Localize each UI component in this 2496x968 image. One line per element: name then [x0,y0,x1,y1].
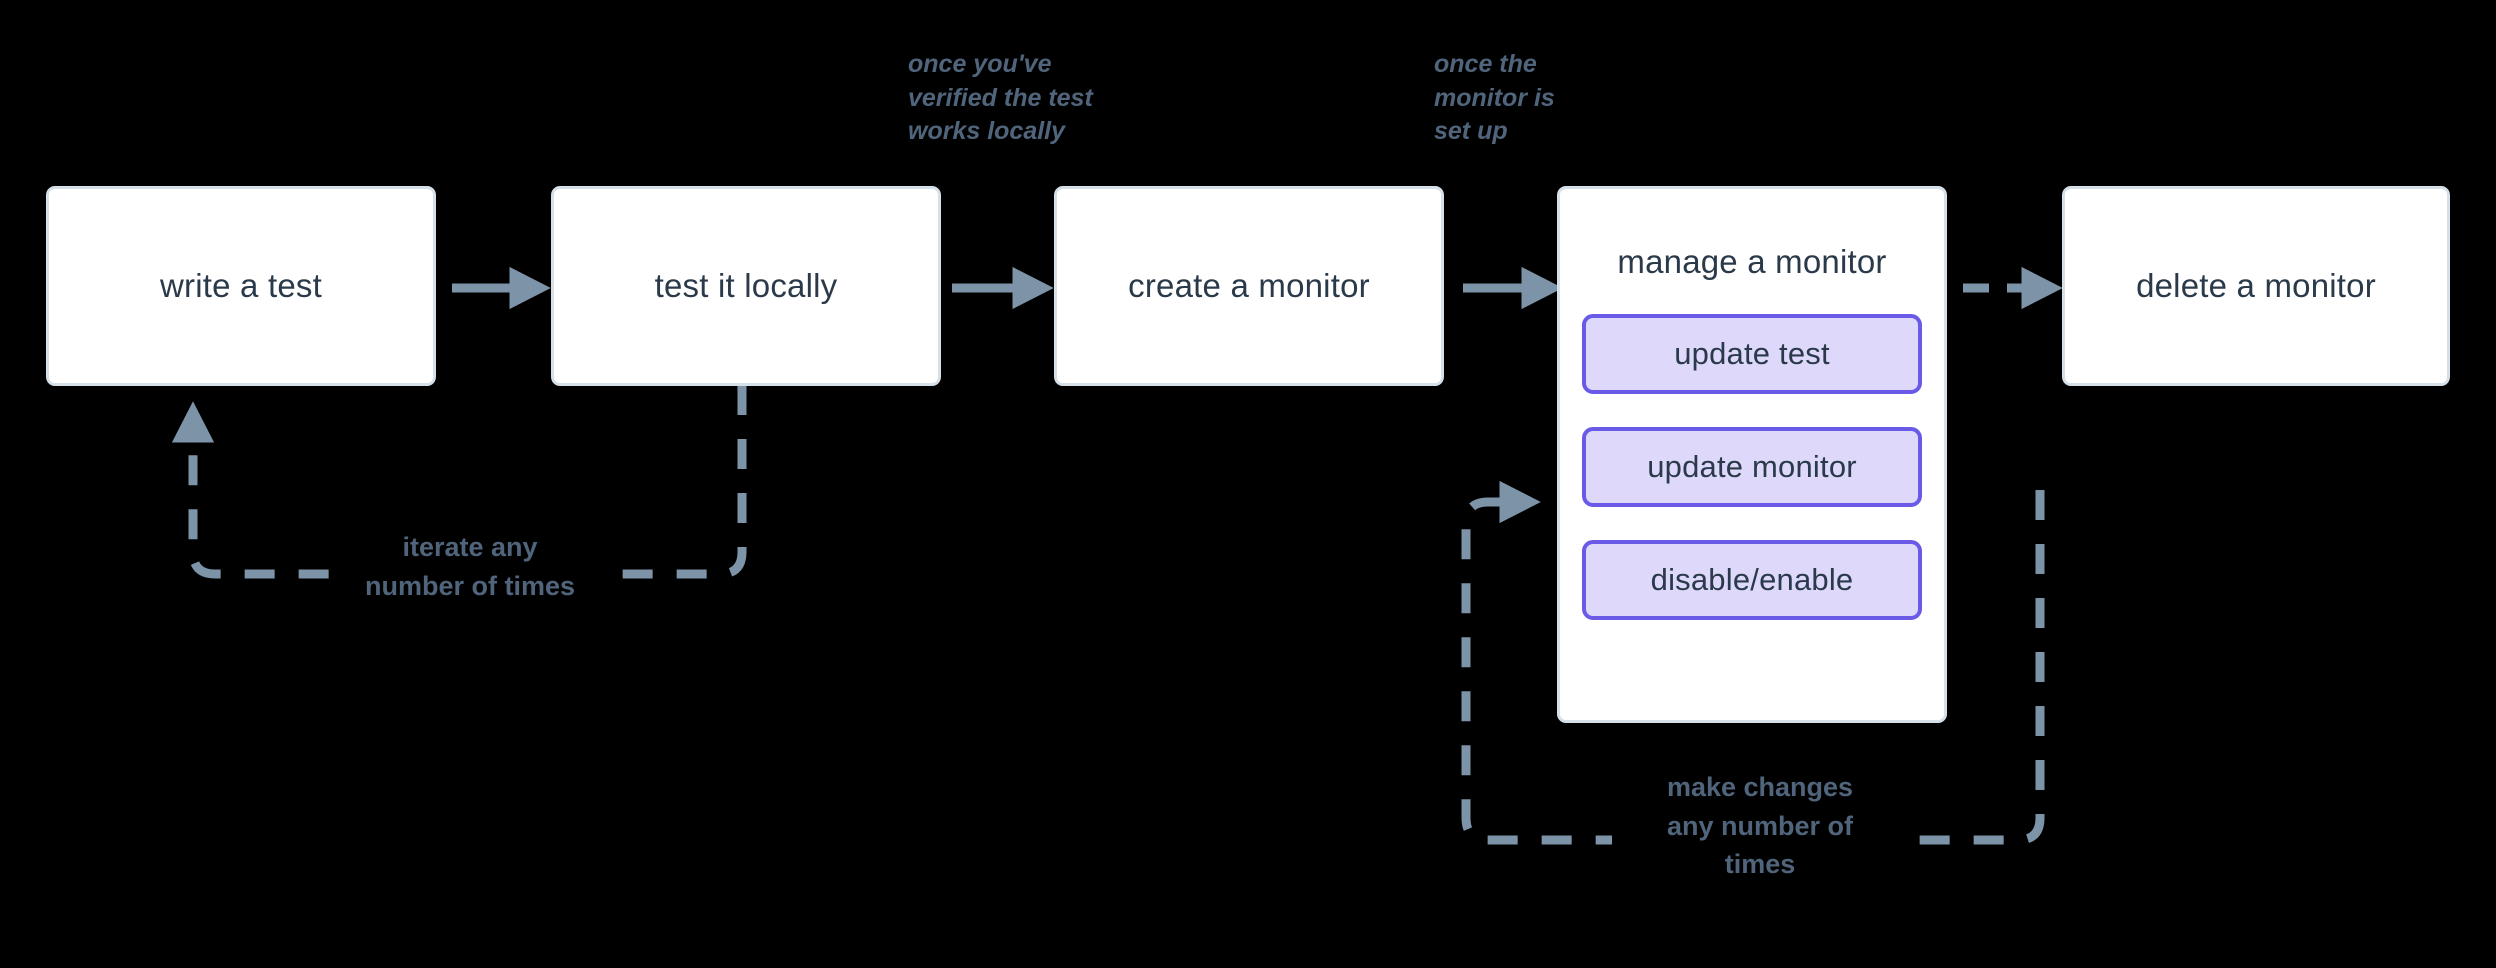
node-test-it-locally[interactable]: test it locally [551,186,941,386]
node-delete-a-monitor[interactable]: delete a monitor [2062,186,2450,386]
subnode-label: disable/enable [1650,562,1854,597]
node-label: write a test [160,267,322,304]
node-label: create a monitor [1128,267,1370,304]
subnode-update-monitor[interactable]: update monitor [1582,427,1922,507]
edge-label-make-changes-loop: make changes any number of times [1612,768,1908,884]
node-label: manage a monitor [1617,243,1887,280]
node-label: delete a monitor [2136,267,2376,304]
node-create-a-monitor[interactable]: create a monitor [1054,186,1444,386]
subnode-group: update test [1560,314,1944,394]
subnode-label: update monitor [1647,449,1857,484]
annotation-once-verified: once you've verified the test works loca… [908,50,1093,145]
subnode-update-test[interactable]: update test [1582,314,1922,394]
edge-label-iterate-loop: iterate any number of times [330,528,610,606]
subnode-label: update test [1674,336,1830,371]
annotation-once-set-up: once the monitor is set up [1434,50,1555,145]
subnode-group: update monitor [1560,427,1944,507]
subnode-group: disable/enable [1560,540,1944,620]
node-write-a-test[interactable]: write a test [46,186,436,386]
node-label: test it locally [654,267,838,304]
node-manage-a-monitor[interactable]: manage a monitor update test update moni… [1557,186,1947,723]
subnode-disable-enable[interactable]: disable/enable [1582,540,1922,620]
